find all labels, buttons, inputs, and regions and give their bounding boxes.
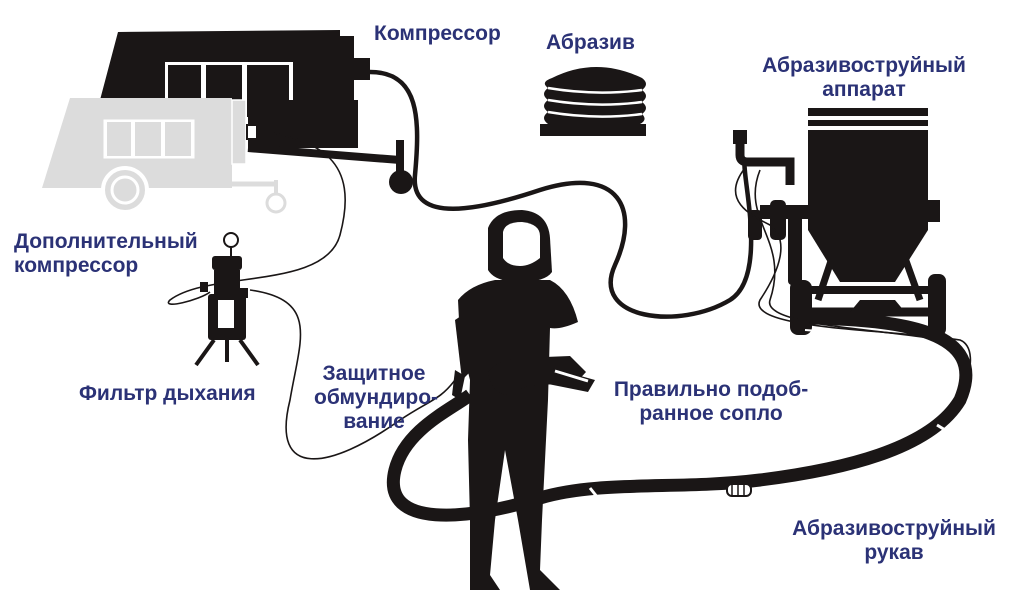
extra-compressor-unit: [42, 98, 287, 214]
breathing-filter: [194, 232, 260, 367]
air-hoses: [167, 69, 972, 460]
label-compressor: Компрессор: [374, 22, 501, 45]
blast-hose: [386, 311, 973, 522]
operator-silhouette: [452, 210, 595, 590]
label-nozzle: Правильно подоб- ранное сопло: [613, 378, 809, 425]
label-breathing-filter: Фильтр дыхания: [79, 382, 256, 405]
label-blast-hose: Абразивоструйный рукав: [792, 517, 996, 564]
label-protective-suit: Защитное обмундиро- вание: [314, 362, 439, 433]
label-blast-machine: Абразивоструйный аппарат: [762, 54, 966, 101]
abrasive-bag: [540, 67, 646, 136]
label-extra-compressor: Дополнительный компрессор: [14, 230, 198, 277]
label-abrasive: Абразив: [546, 31, 635, 54]
blast-machine: [733, 108, 946, 336]
